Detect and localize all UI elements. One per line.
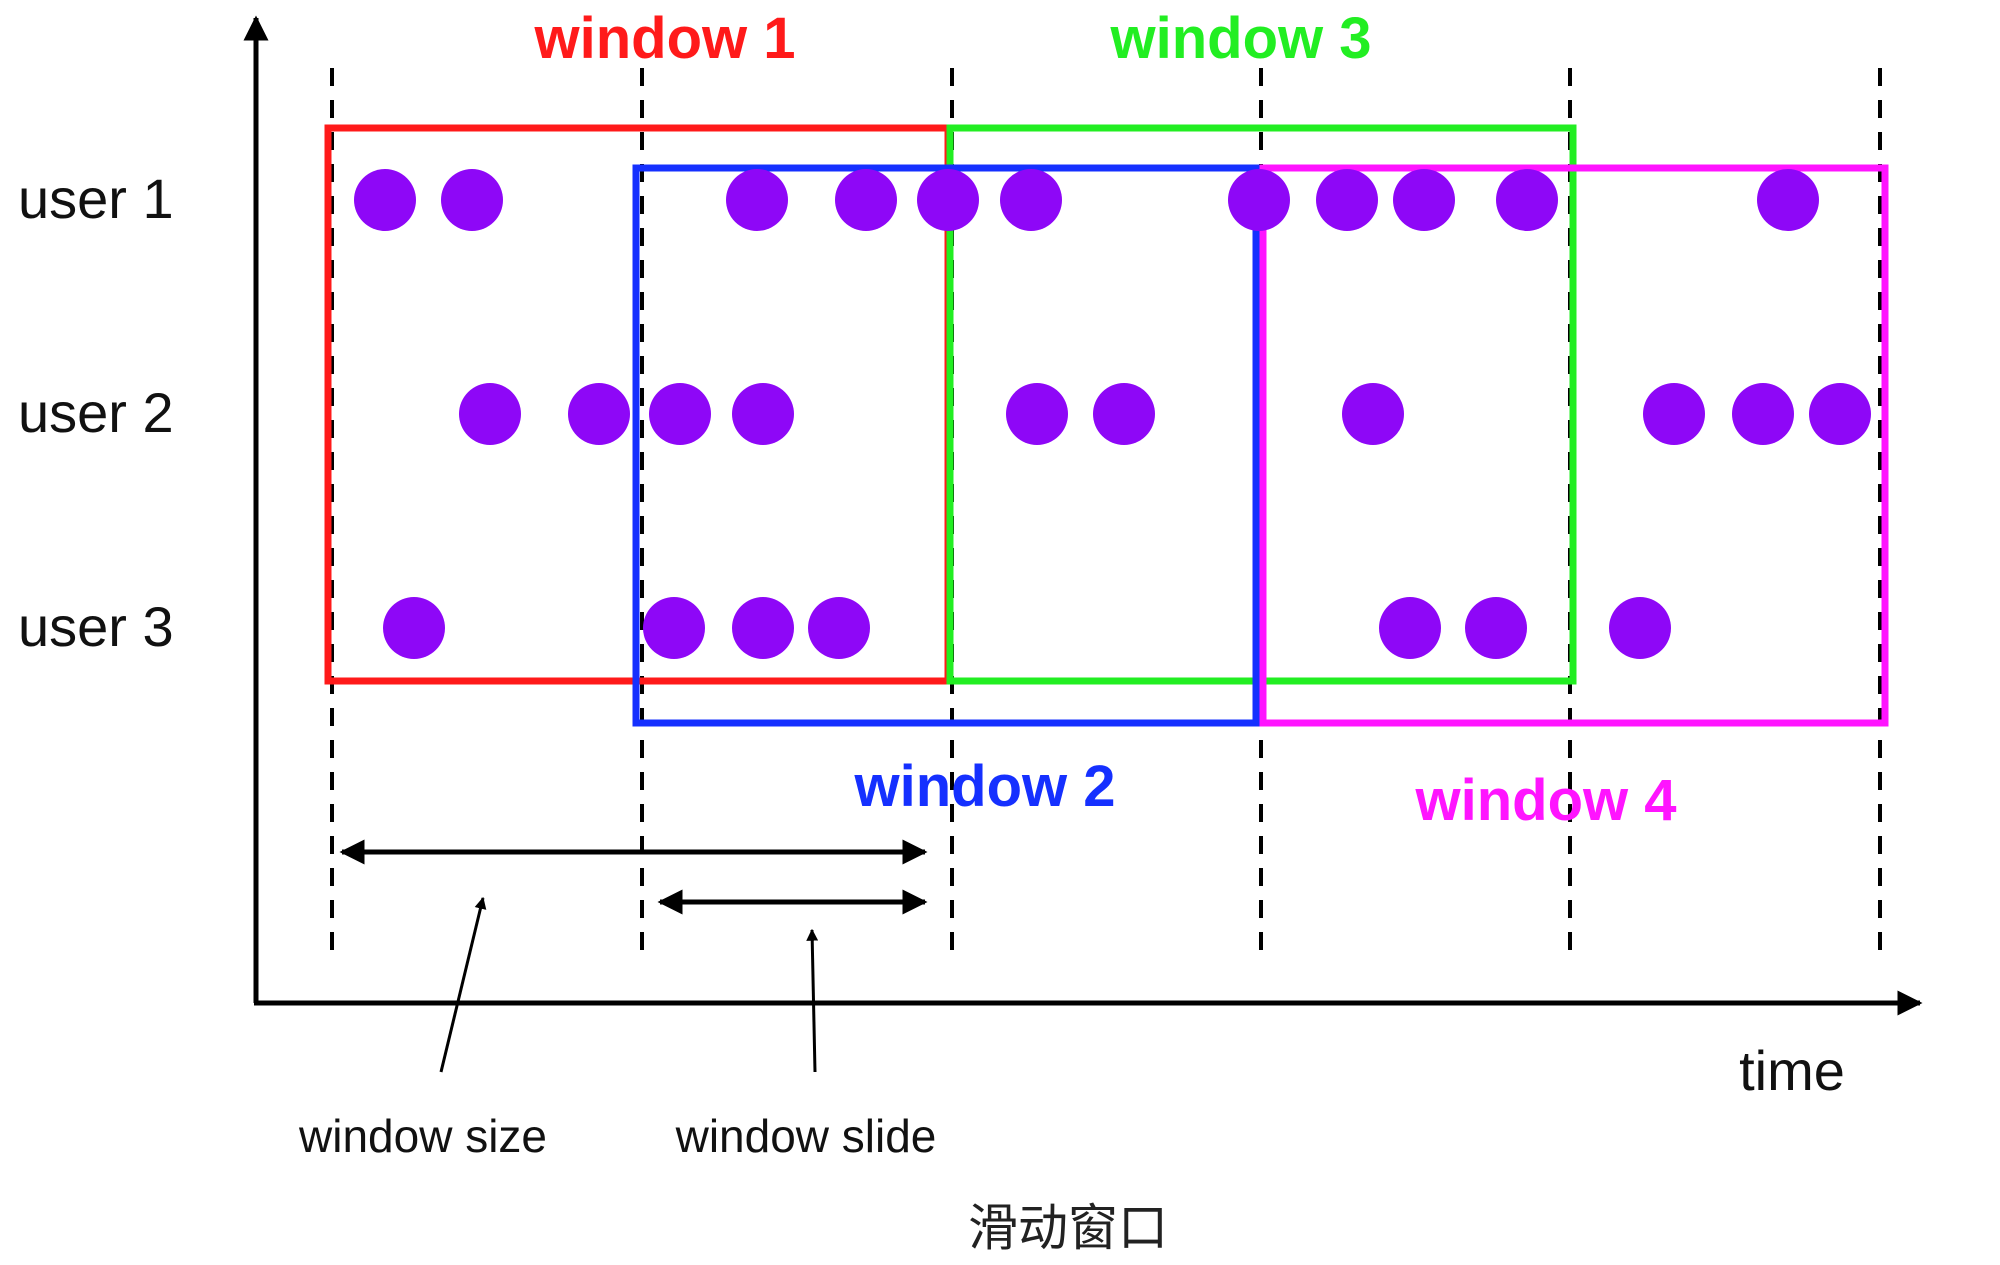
event-dot (835, 169, 897, 231)
event-dot (1316, 169, 1378, 231)
window-3-label: window 3 (1110, 6, 1372, 71)
event-dot (1000, 169, 1062, 231)
event-dot (354, 169, 416, 231)
event-dot (1393, 169, 1455, 231)
window-4-label: window 4 (1415, 768, 1677, 833)
event-dot (649, 383, 711, 445)
window-slide-label: window slide (675, 1110, 937, 1162)
event-dot (383, 597, 445, 659)
event-dot (1609, 597, 1671, 659)
event-dot (1228, 169, 1290, 231)
window-2-label: window 2 (854, 754, 1116, 819)
time-axis-label: time (1739, 1039, 1845, 1102)
event-dot (1465, 597, 1527, 659)
event-dot (643, 597, 705, 659)
event-dot (726, 169, 788, 231)
row-label-user-2: user 2 (18, 381, 174, 444)
event-dots (354, 169, 1871, 659)
event-dot (568, 383, 630, 445)
event-dot (1496, 169, 1558, 231)
event-dot (1757, 169, 1819, 231)
event-dot (1643, 383, 1705, 445)
row-label-user-1: user 1 (18, 167, 174, 230)
event-dot (459, 383, 521, 445)
window-1-label: window 1 (534, 6, 796, 71)
window-slide-pointer (806, 928, 819, 1073)
event-dot (1342, 383, 1404, 445)
event-dot (1006, 383, 1068, 445)
event-dot (917, 169, 979, 231)
event-dot (1093, 383, 1155, 445)
window-size-pointer (439, 896, 487, 1073)
window-4-frame (1259, 164, 1889, 727)
event-dot (808, 597, 870, 659)
window-2-frame (632, 164, 1260, 727)
event-dot (1809, 383, 1871, 445)
event-dot (732, 597, 794, 659)
figure-caption: 滑动窗口 (968, 1199, 1168, 1257)
event-dot (732, 383, 794, 445)
window-size-label: window size (298, 1110, 547, 1162)
row-label-user-3: user 3 (18, 595, 174, 658)
event-dot (441, 169, 503, 231)
event-dot (1379, 597, 1441, 659)
event-dot (1732, 383, 1794, 445)
